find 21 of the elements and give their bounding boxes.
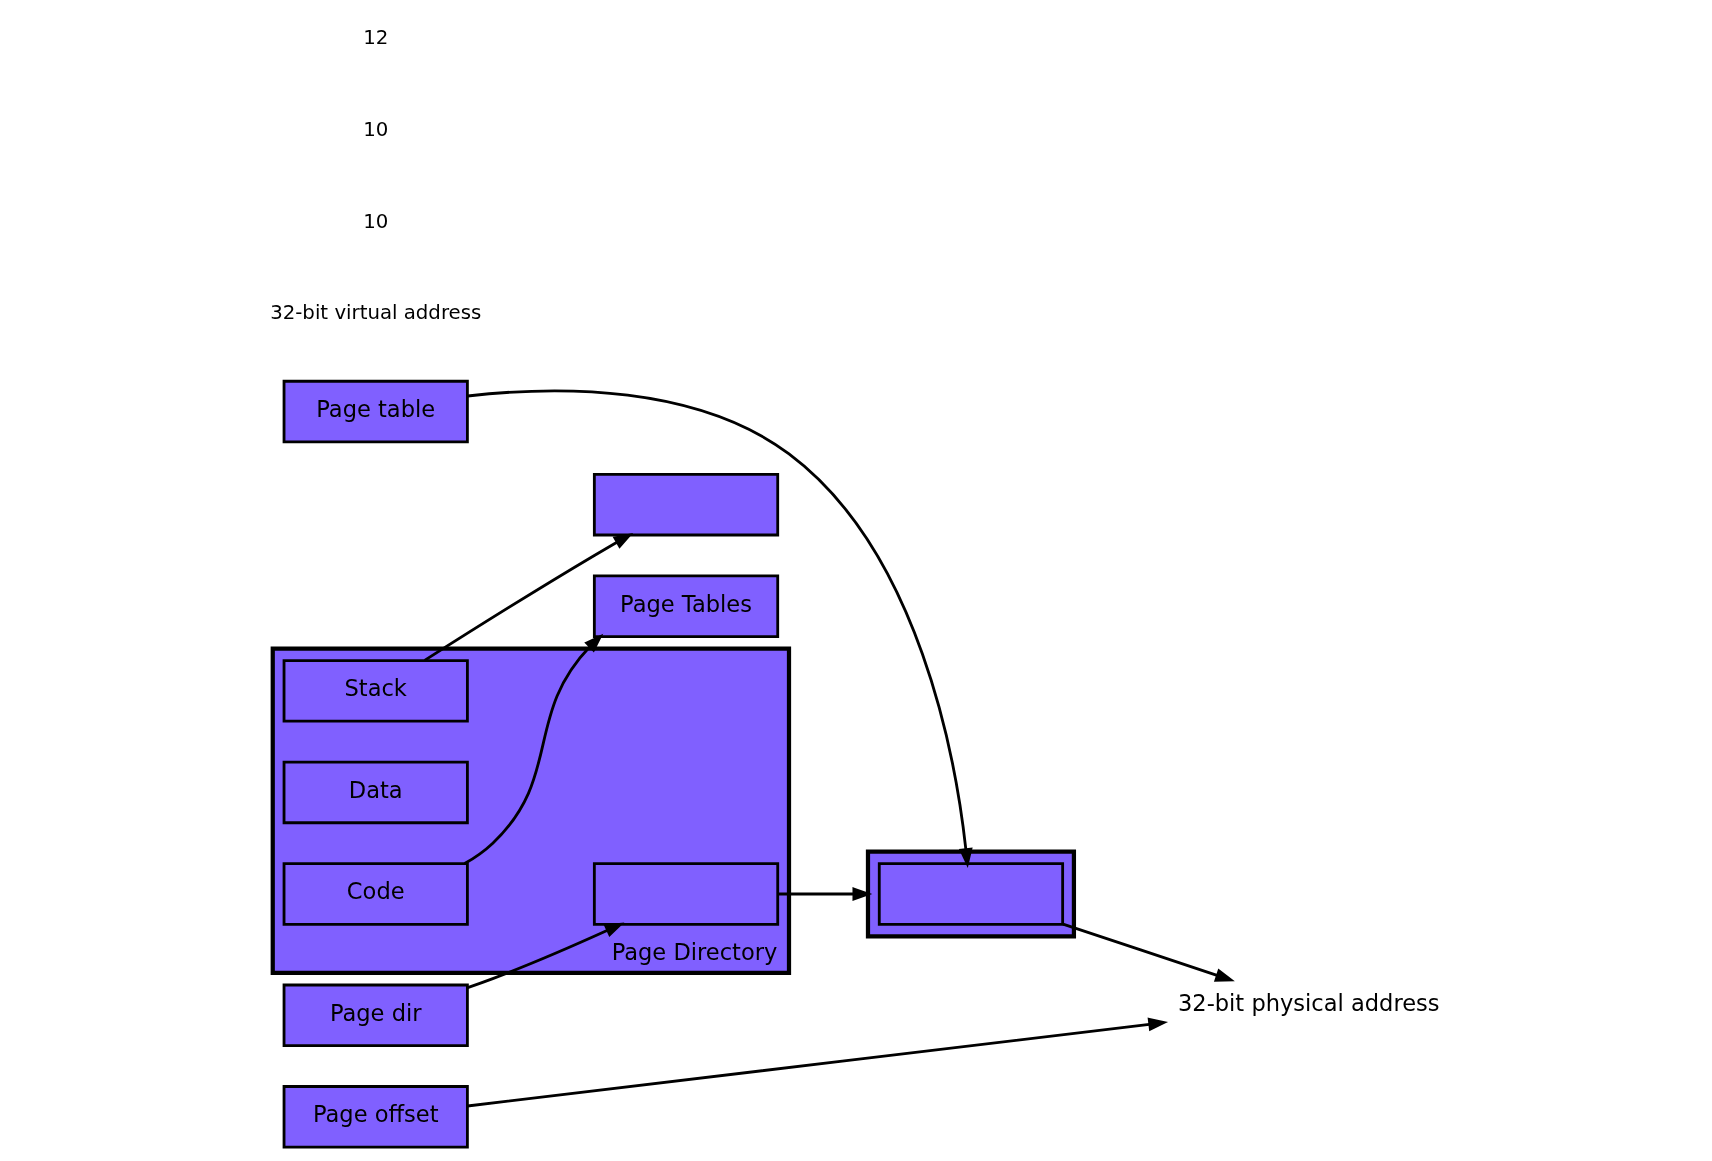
node-box: Data: [282, 760, 469, 825]
label: 10: [363, 209, 389, 233]
node-box: [592, 862, 780, 926]
node-box: [877, 862, 1065, 926]
label: 32-bit virtual address: [270, 301, 482, 325]
node-box: Page dir: [282, 983, 469, 1048]
arrow: [463, 633, 604, 865]
label: 10: [363, 118, 389, 142]
node-box: Page Tables: [592, 574, 780, 638]
node-box: [592, 472, 780, 537]
node-box: Page table: [282, 379, 469, 444]
node-box: Page offset: [282, 1085, 469, 1149]
arrow: [467, 922, 625, 989]
arrow: [467, 1017, 1169, 1108]
label: 12: [363, 26, 389, 50]
node-box: Stack: [282, 659, 469, 723]
node-box: Code: [282, 862, 469, 926]
node-text: 32-bit physical address: [1177, 989, 1440, 1016]
arrow: [777, 887, 873, 901]
arrow: [1062, 922, 1235, 982]
arrow: [467, 389, 973, 868]
